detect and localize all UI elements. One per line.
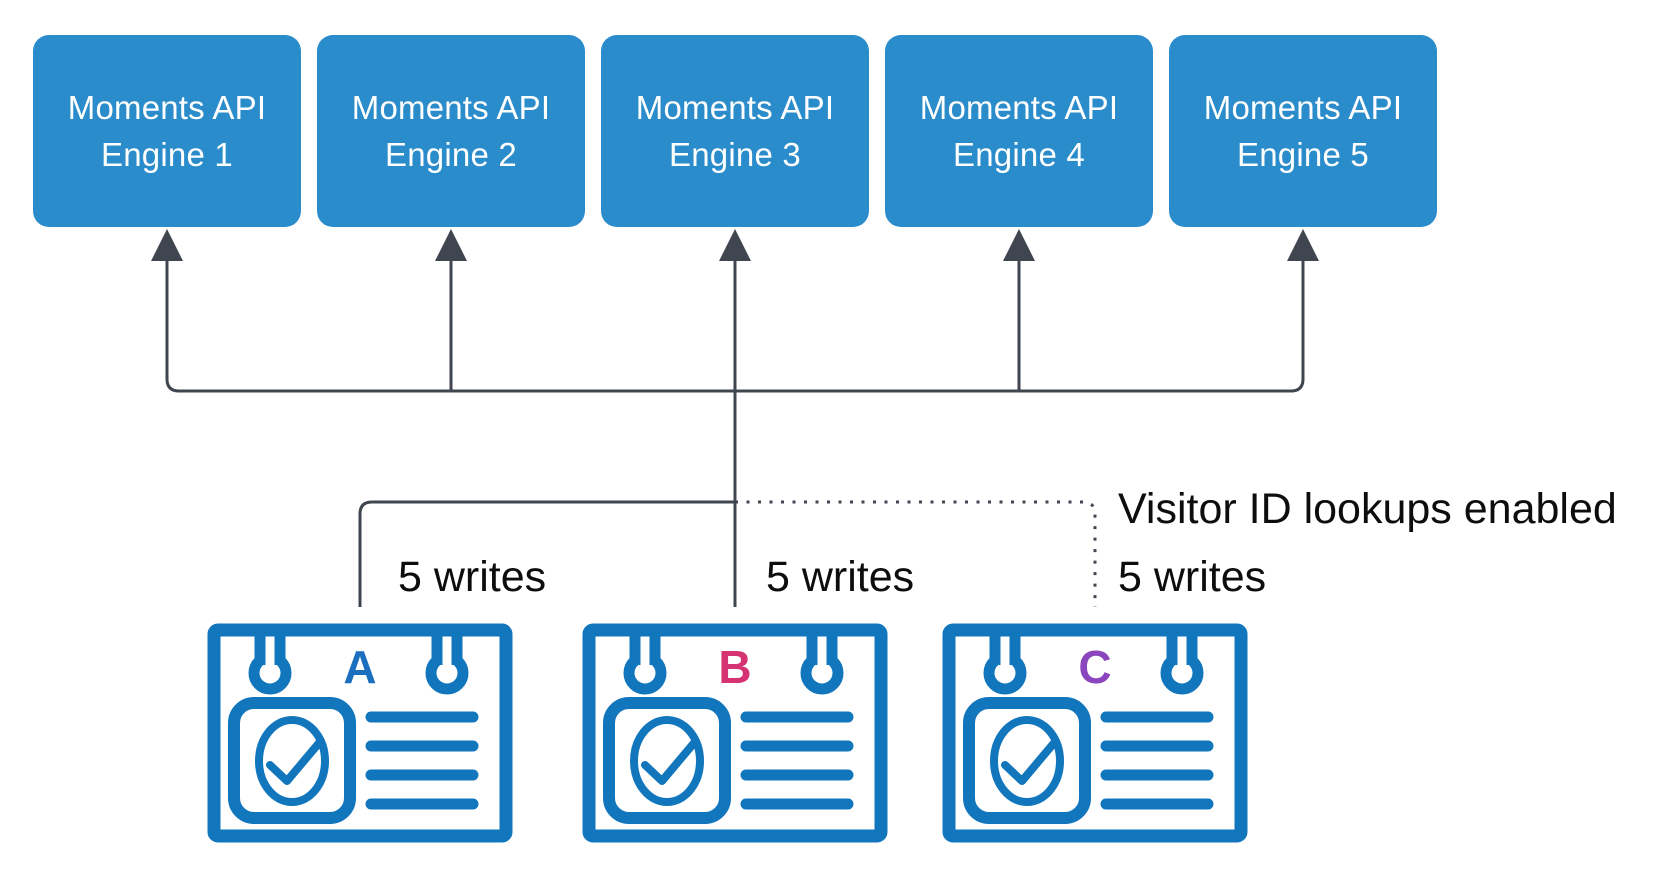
arrow-up-icon bbox=[435, 229, 467, 261]
badge-punch-hole-icon bbox=[800, 631, 844, 695]
engine-label-line1: Moments API bbox=[919, 89, 1119, 126]
id-card-frame bbox=[207, 623, 513, 843]
engine-box-4: Moments API Engine 4 bbox=[885, 35, 1153, 227]
writes-label-c: 5 writes bbox=[1118, 553, 1267, 601]
badge-punch-hole-icon bbox=[623, 631, 667, 695]
badge-punch-hole-icon bbox=[248, 631, 292, 695]
engine-box-2: Moments API Engine 2 bbox=[317, 35, 585, 227]
engine-label-line2: Engine 4 bbox=[953, 136, 1085, 173]
face-check-icon bbox=[228, 697, 356, 824]
arrow-up-icon bbox=[719, 229, 751, 261]
badge-punch-hole-icon bbox=[425, 631, 469, 695]
arrow-up-icon bbox=[1287, 229, 1319, 261]
face-check-icon bbox=[963, 697, 1091, 824]
writes-label-b: 5 writes bbox=[766, 553, 915, 601]
engine-label-line2: Engine 3 bbox=[669, 136, 801, 173]
face-check-icon bbox=[603, 697, 731, 824]
card-letter: C bbox=[1078, 641, 1111, 693]
badge-punch-hole-icon bbox=[983, 631, 1027, 695]
engine-label-line2: Engine 2 bbox=[385, 136, 517, 173]
card-text-lines bbox=[365, 711, 479, 810]
card-text-lines bbox=[1100, 711, 1214, 810]
engine-label-line1: Moments API bbox=[635, 89, 835, 126]
id-card-frame bbox=[942, 623, 1248, 843]
card-text-lines bbox=[740, 711, 854, 810]
card-letter: A bbox=[343, 641, 376, 693]
engine-label-line1: Moments API bbox=[351, 89, 551, 126]
arrow-up-icon bbox=[151, 229, 183, 261]
engine-label-line2: Engine 1 bbox=[101, 136, 233, 173]
cardA-branch-line bbox=[358, 500, 735, 607]
arrow-up-icon bbox=[1003, 229, 1035, 261]
badge-punch-hole-icon bbox=[1160, 631, 1204, 695]
dotted-lookup-line bbox=[735, 500, 1097, 607]
engine-box-5: Moments API Engine 5 bbox=[1169, 35, 1437, 227]
writes-label-a: 5 writes bbox=[398, 553, 547, 601]
engine-box-3: Moments API Engine 3 bbox=[601, 35, 869, 227]
id-card-frame bbox=[582, 623, 888, 843]
arrow-up-icons bbox=[151, 229, 1319, 261]
engine-label-line1: Moments API bbox=[67, 89, 267, 126]
id-card-icon-c: C bbox=[942, 623, 1248, 843]
visitor-lookup-label: Visitor ID lookups enabled bbox=[1118, 485, 1617, 533]
engine-label-line1: Moments API bbox=[1203, 89, 1403, 126]
engine-label-line2: Engine 5 bbox=[1237, 136, 1369, 173]
id-card-icon-b: B bbox=[582, 623, 888, 843]
card-letter: B bbox=[718, 641, 751, 693]
id-card-icon-a: A bbox=[207, 623, 513, 843]
engine-box-1: Moments API Engine 1 bbox=[33, 35, 301, 227]
